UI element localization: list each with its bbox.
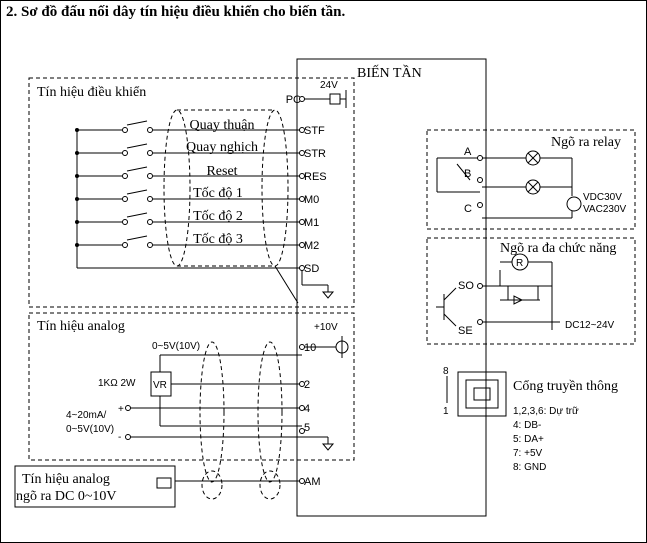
terminal-4 — [299, 405, 305, 411]
terminal-label-sd: SD — [304, 263, 319, 275]
terminal-am — [299, 478, 305, 484]
signal-row-reset — [75, 166, 305, 179]
current-input-label-2: 0~5V(10V) — [66, 424, 114, 435]
control-signal-box — [28, 77, 355, 308]
current-input-label-1: 4~20mA/ — [66, 410, 107, 421]
relay-terminal-b: B — [464, 168, 471, 180]
supply-24v-label: 24V — [320, 80, 338, 91]
diagram-title: 2. Sơ đồ đấu nối dây tín hiệu điều khiển… — [6, 4, 346, 20]
comm-pin-2: 4: DB- — [513, 420, 541, 431]
vr-label: VR — [153, 380, 167, 391]
terminal-label-5: 5 — [304, 422, 310, 434]
inverter-body — [296, 58, 487, 517]
analog-box-label: Tín hiệu analog — [37, 319, 125, 334]
signal-label-forward: Quay thuận — [190, 118, 255, 133]
plus10v-label: +10V — [314, 322, 338, 333]
terminal-label-pc: PC — [286, 94, 301, 106]
ac-source-icon — [566, 196, 582, 212]
signal-row-forward — [75, 120, 305, 133]
terminal-label-4: 4 — [304, 403, 310, 415]
plus-sign: + — [118, 404, 124, 415]
inverter-label: BIẾN TẦN — [357, 64, 422, 81]
control-box-label: Tín hiệu điều khiển — [37, 85, 146, 100]
signal-label-speed-3: Tốc độ 3 — [193, 232, 243, 247]
comm-port-icon — [457, 371, 507, 417]
signal-label-reverse: Quay nghịch — [186, 140, 258, 155]
relay-vdc-label: VDC30V — [583, 192, 622, 203]
terminal-label-m1: M1 — [304, 217, 319, 229]
relay-vac-label: VAC230V — [583, 204, 627, 215]
comm-pin-top: 8 — [443, 366, 449, 377]
terminal-label-m2: M2 — [304, 240, 319, 252]
multi-box-label: Ngõ ra đa chức năng — [500, 241, 616, 256]
pot-range-label: 0~5V(10V) — [152, 341, 200, 352]
terminal-label-2: 2 — [304, 379, 310, 391]
signal-row-speed-3 — [75, 235, 305, 248]
analog-output-box — [14, 465, 176, 508]
signal-label-speed-1: Tốc độ 1 — [193, 186, 243, 201]
signal-row-speed-2 — [75, 212, 305, 225]
comm-pin-1: 1,2,3,6: Dự trữ — [513, 406, 579, 417]
terminal-label-se: SE — [458, 325, 473, 337]
comm-pin-bottom: 1 — [443, 406, 449, 417]
terminal-label-10: 10 — [304, 342, 316, 354]
meter-icon — [156, 477, 172, 489]
shield-left — [163, 109, 191, 267]
coil-r-label: R — [516, 258, 523, 269]
comm-pin-3: 5: DA+ — [513, 434, 544, 445]
signal-label-speed-2: Tốc độ 2 — [193, 209, 243, 224]
shield-right — [261, 109, 289, 267]
signal-row-reverse — [75, 143, 305, 156]
relay-box-label: Ngõ ra relay — [551, 135, 621, 150]
terminal-label-res: RES — [304, 171, 327, 183]
terminal-label-am: AM — [304, 476, 321, 488]
terminal-label-str: STR — [304, 148, 326, 160]
minus-sign: - — [118, 432, 121, 443]
terminal-label-stf: STF — [304, 125, 325, 137]
relay-terminal-a: A — [464, 146, 472, 158]
analog-output-label-1: Tín hiệu analog — [22, 472, 110, 487]
signal-row-sd — [77, 265, 335, 299]
multi-supply-label: DC12~24V — [565, 320, 615, 331]
signal-label-reset: Reset — [206, 164, 237, 179]
analog-output-label-2: ngõ ra DC 0~10V — [16, 489, 117, 504]
pot-spec-label: 1KΩ 2W — [98, 378, 136, 389]
relay-terminal-c: C — [464, 203, 472, 215]
terminal-label-m0: M0 — [304, 194, 319, 206]
comm-label: Cổng truyền thông — [513, 379, 618, 394]
comm-pin-4: 7: +5V — [513, 448, 543, 459]
terminal-label-so: SO — [458, 280, 474, 292]
multi-function-output-box — [426, 237, 636, 345]
terminal-5 — [299, 428, 305, 434]
terminal-2 — [299, 381, 305, 387]
comm-pin-5: 8: GND — [513, 462, 546, 473]
analog-signal-box — [28, 312, 355, 461]
signal-row-speed-1 — [75, 189, 305, 202]
